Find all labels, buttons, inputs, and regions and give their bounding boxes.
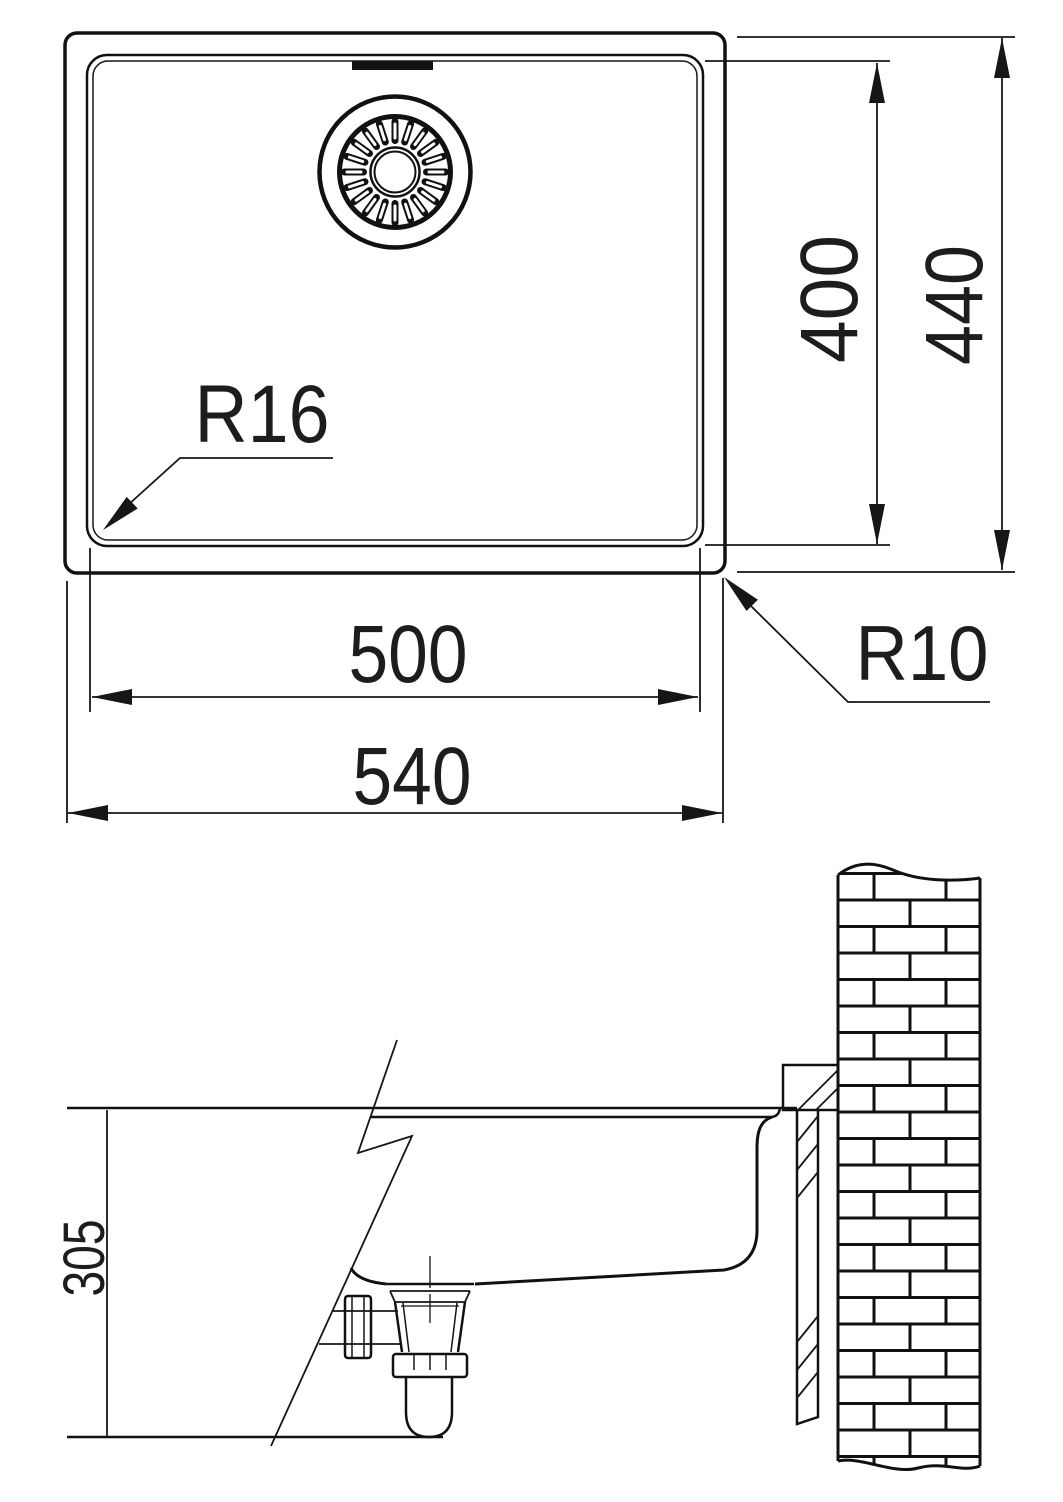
bracket-hatch-2 [815,1087,839,1111]
drain-center-ring-outer [369,146,421,198]
dim-540-arrow-right [682,805,722,821]
waste-body-inner [402,1302,458,1353]
wall-break-top [837,862,981,882]
inner-corner-radius-label: R16 [195,369,330,460]
dim-440-arrow-bottom [994,530,1010,570]
sink-bowl-rim-outer [85,53,705,548]
dim-outer-depth: 440 [737,36,1015,573]
drain-waste-assembly [319,1256,474,1439]
overflow-slot [352,61,433,70]
rail-hatches [796,1115,819,1399]
top-view: R16 R10 500 540 [63,31,1015,823]
r10-leader-line [748,603,990,703]
dim-installed-depth: 305 [52,1110,443,1439]
wall-break-bottom [837,1458,981,1471]
dim-400-arrow-top [869,63,885,103]
drain-mid-ring [337,114,453,230]
dim-outer-width: 540 [66,578,724,823]
r10-leader-arrow [724,577,758,611]
dim-440-arrow-top [994,38,1010,78]
brick-wall [836,862,982,1471]
dim-400-arrow-bottom [869,504,885,544]
side-nut-facets [351,1297,365,1357]
installed-depth-label: 305 [52,1220,117,1297]
drain-slot-highlights [345,122,445,222]
rail-outline [795,1110,820,1426]
section-view: 305 [52,862,982,1471]
bowl-profile-right [474,1115,773,1286]
sink-outer-outline [63,31,727,575]
r16-leader-arrow [103,496,138,530]
dim-inner-depth: 400 [705,60,890,546]
dim-500-arrow-left [92,689,132,705]
waste-nut-ribs [413,1355,447,1370]
outer-depth-label: 440 [909,245,1000,365]
side-nut [343,1294,373,1360]
dim-outer-corner-radius: R10 [724,577,990,703]
bowl-profile-left [349,1267,387,1286]
inner-depth-label: 400 [784,235,875,363]
r16-leader-line [127,457,333,506]
counter-bracket [781,1063,840,1112]
break-line [270,1039,414,1447]
dim-inner-width: 500 [89,548,701,712]
dim-540-arrow-left [68,805,108,821]
waste-nut [391,1352,469,1379]
dim-inner-corner-radius: R16 [103,369,333,530]
bracket-hatch-1 [797,1069,839,1111]
side-pipe-lines [319,1310,400,1345]
drain-center-ring-inner [373,150,417,194]
bracket-outline [781,1063,840,1112]
outer-width-label: 540 [353,731,472,822]
brick-pattern-fill [838,872,980,1468]
dim-500-arrow-right [658,689,698,705]
mounting-rail [795,1110,820,1426]
drain-strainer [317,94,473,250]
drain-outer-ring [317,94,473,250]
sink-rim-lip [771,1107,782,1119]
outer-corner-radius-label: R10 [856,609,989,697]
inner-width-label: 500 [349,609,468,700]
